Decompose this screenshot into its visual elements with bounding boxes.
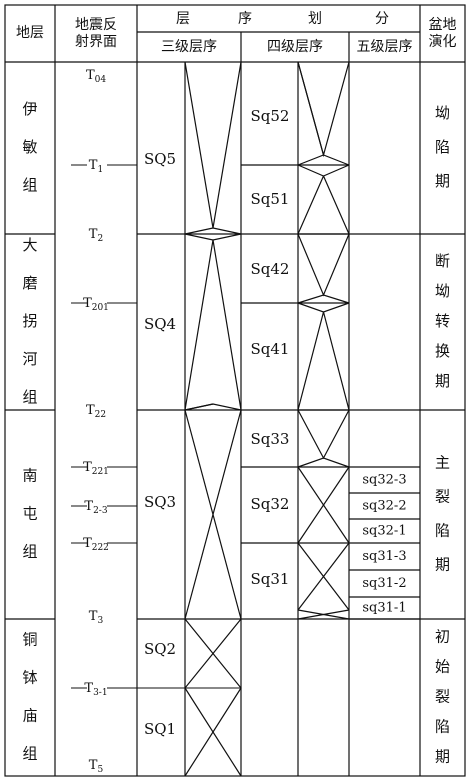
- formation-name: 庙: [22, 707, 37, 725]
- sq41-wedge: [297, 311, 350, 411]
- third-order-label: SQ2: [144, 640, 176, 658]
- formation-name: 组: [22, 176, 37, 194]
- formation-name: 磨: [22, 274, 37, 292]
- fourth-order-label: Sq33: [251, 430, 290, 448]
- basin-stage: 陷: [435, 522, 450, 540]
- formation-name: 南: [22, 467, 37, 485]
- seismic-reflector: T5: [89, 758, 104, 775]
- sq31-cross: [297, 542, 350, 611]
- sq51-top: [297, 164, 350, 177]
- seismic-reflector: T22: [86, 403, 106, 420]
- sq5-wedge: [184, 61, 242, 229]
- sq2-sq1-cross: [184, 618, 242, 777]
- header-fourth-order: 四级层序: [267, 39, 323, 55]
- fourth-order-label: Sq31: [251, 570, 290, 588]
- header-sequence-division: 划: [308, 11, 322, 27]
- formation-name: 组: [22, 745, 37, 763]
- basin-stage: 始: [435, 658, 450, 676]
- formation-name: 伊: [22, 100, 37, 118]
- basin-stage: 裂: [435, 688, 450, 706]
- header-strata: 地层: [16, 25, 44, 41]
- basin-stage: 期: [435, 556, 450, 574]
- sq33-base: [297, 457, 350, 468]
- basin-stage: 期: [435, 172, 450, 190]
- fourth-order-label: Sq32: [251, 495, 290, 513]
- third-order-label: SQ5: [144, 150, 176, 168]
- formation-name: 屯: [22, 505, 37, 523]
- sq3-cross: [184, 409, 242, 620]
- sq41-top: [297, 302, 350, 313]
- table-border: [4, 4, 466, 777]
- sq52-edge: [297, 61, 325, 156]
- basin-stage: 换: [435, 342, 450, 360]
- header-basin-line1: 盆地: [429, 17, 457, 33]
- seismic-reflector: T04: [86, 68, 106, 85]
- third-order-label: SQ4: [144, 315, 176, 333]
- fourth-order-label: Sq41: [251, 340, 290, 358]
- fourth-order-label: Sq42: [251, 260, 290, 278]
- formation-name: 拐: [22, 312, 37, 330]
- seismic-reflector: T1: [89, 158, 103, 175]
- basin-stage: 期: [435, 748, 450, 766]
- basin-stage: 坳: [435, 282, 450, 300]
- header-third-order: 三级层序: [161, 39, 217, 55]
- fifth-order-label: sq31-1: [362, 601, 406, 616]
- fifth-order-label: sq32-1: [362, 524, 406, 539]
- seismic-reflector: T222: [83, 536, 109, 553]
- basin-stage: 转: [435, 312, 450, 330]
- sq2-sq1-cross: [184, 618, 242, 777]
- basin-stage: 陷: [435, 138, 450, 156]
- fourth-order-label: Sq52: [251, 107, 290, 125]
- fifth-order-label: sq31-2: [362, 576, 406, 591]
- basin-stage: 断: [435, 252, 450, 270]
- formation-name: 组: [22, 543, 37, 561]
- formation-name: 钵: [22, 669, 37, 687]
- sq4-top: [184, 233, 242, 241]
- basin-stage: 坳: [435, 104, 450, 122]
- fourth-order-label: Sq51: [251, 190, 290, 208]
- fifth-order-label: sq32-3: [362, 473, 406, 488]
- basin-stage: 陷: [435, 718, 450, 736]
- basin-stage: 初: [435, 628, 450, 646]
- sq5-base: [184, 227, 214, 235]
- sq52-wedge: [297, 61, 350, 158]
- basin-stage: 裂: [435, 488, 450, 506]
- third-order-label: SQ3: [144, 493, 176, 511]
- formation-name: 组: [22, 388, 37, 406]
- sq4-wedge: [184, 239, 242, 411]
- seismic-reflector: T3-1: [84, 681, 107, 698]
- seismic-reflector: T2-3: [84, 499, 107, 516]
- formation-name: 大: [22, 236, 37, 254]
- header-seismic-line2: 射界面: [75, 34, 117, 50]
- sq3-top: [184, 403, 214, 411]
- sq51-wedge: [297, 175, 350, 235]
- sq42-base: [297, 294, 350, 304]
- third-order-label: SQ1: [144, 720, 176, 738]
- formation-name: 铜: [22, 631, 37, 649]
- sq33-wedge: [297, 409, 350, 460]
- seismic-reflector: T201: [83, 296, 109, 313]
- sq31-base: [297, 609, 350, 620]
- formation-name: 敏: [22, 138, 37, 156]
- header-sequence-division: 层: [176, 11, 190, 27]
- header-seismic-line1: 地震反: [75, 17, 117, 33]
- sq5-base: [212, 227, 242, 235]
- formation-name: 河: [22, 350, 37, 368]
- header-sequence-division: 序: [238, 11, 252, 27]
- fifth-order-label: sq31-3: [362, 549, 406, 564]
- header-fifth-order: 五级层序: [357, 39, 413, 55]
- header-basin-line2: 演化: [429, 34, 457, 50]
- seismic-reflector: T2: [89, 227, 103, 244]
- fifth-order-label: sq32-2: [362, 499, 406, 514]
- seismic-reflector: T3: [89, 609, 104, 626]
- basin-stage: 主: [435, 454, 450, 472]
- sq32-cross: [297, 466, 350, 544]
- sq42-wedge: [297, 233, 350, 297]
- header-sequence-division: 分: [375, 11, 389, 27]
- basin-stage: 期: [435, 372, 450, 390]
- seismic-reflector: T221: [83, 460, 109, 477]
